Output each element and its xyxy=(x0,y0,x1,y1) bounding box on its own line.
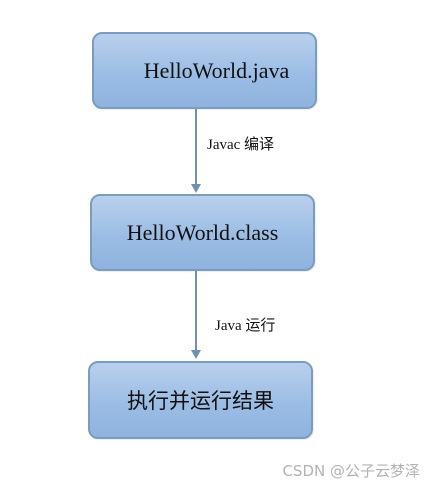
run-arrow-head xyxy=(191,350,201,359)
run-arrow-line xyxy=(195,271,197,351)
execute-label: 执行并运行结果 xyxy=(127,389,274,413)
compile-arrow-head xyxy=(191,184,201,193)
class-file-label: HelloWorld.class xyxy=(126,219,279,245)
source-file-node: HelloWorld.java xyxy=(92,32,317,109)
watermark: CSDN @公子云梦泽 xyxy=(282,462,420,480)
run-label: Java 运行 xyxy=(215,318,276,334)
execute-node: 执行并运行结果 xyxy=(88,361,313,439)
source-file-label: HelloWorld.java xyxy=(143,57,290,83)
compile-label: Javac 编译 xyxy=(207,137,275,153)
compile-arrow-line xyxy=(195,109,197,185)
class-file-node: HelloWorld.class xyxy=(90,194,315,271)
